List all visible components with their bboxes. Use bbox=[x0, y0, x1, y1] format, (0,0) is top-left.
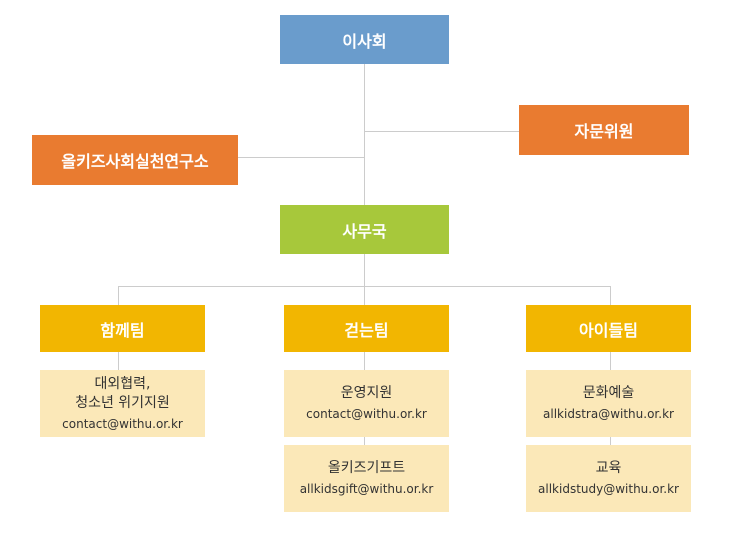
unit-box: 올키즈기프트 allkidsgift@withu.or.kr bbox=[284, 445, 449, 512]
unit-title: 대외협력, bbox=[94, 375, 151, 392]
team-box-walking: 걷는팀 bbox=[284, 305, 449, 352]
team-box-children: 아이들팀 bbox=[526, 305, 691, 352]
secretariat-box: 사무국 bbox=[280, 205, 449, 254]
unit-email: contact@withu.or.kr bbox=[306, 407, 427, 421]
team-label: 걷는팀 bbox=[344, 320, 389, 340]
unit-box: 운영지원 contact@withu.or.kr bbox=[284, 370, 449, 437]
unit-box: 대외협력, 청소년 위기지원 contact@withu.or.kr bbox=[40, 370, 205, 437]
unit-title: 올키즈기프트 bbox=[327, 460, 406, 476]
team-label: 함께팀 bbox=[100, 320, 145, 340]
institute-label: 올키즈사회실천연구소 bbox=[61, 152, 209, 171]
team-box-together: 함께팀 bbox=[40, 305, 205, 352]
unit-box: 문화예술 allkidstra@withu.or.kr bbox=[526, 370, 691, 437]
unit-title: 청소년 위기지원 bbox=[75, 394, 170, 411]
unit-title: 교육 bbox=[595, 460, 622, 476]
unit-box: 교육 allkidstudy@withu.or.kr bbox=[526, 445, 691, 512]
unit-email: contact@withu.or.kr bbox=[62, 416, 183, 431]
unit-email: allkidstra@withu.or.kr bbox=[543, 407, 674, 421]
secretariat-label: 사무국 bbox=[342, 221, 387, 241]
advisory-box: 자문위원 bbox=[519, 105, 689, 155]
board-box: 이사회 bbox=[280, 15, 449, 64]
unit-email: allkidstudy@withu.or.kr bbox=[538, 482, 679, 496]
unit-title: 문화예술 bbox=[582, 385, 635, 401]
unit-title: 운영지원 bbox=[340, 385, 393, 401]
board-label: 이사회 bbox=[342, 31, 387, 51]
team-label: 아이들팀 bbox=[579, 320, 638, 340]
unit-email: allkidsgift@withu.or.kr bbox=[299, 482, 434, 496]
institute-box: 올키즈사회실천연구소 bbox=[32, 135, 238, 185]
advisory-label: 자문위원 bbox=[574, 122, 634, 141]
